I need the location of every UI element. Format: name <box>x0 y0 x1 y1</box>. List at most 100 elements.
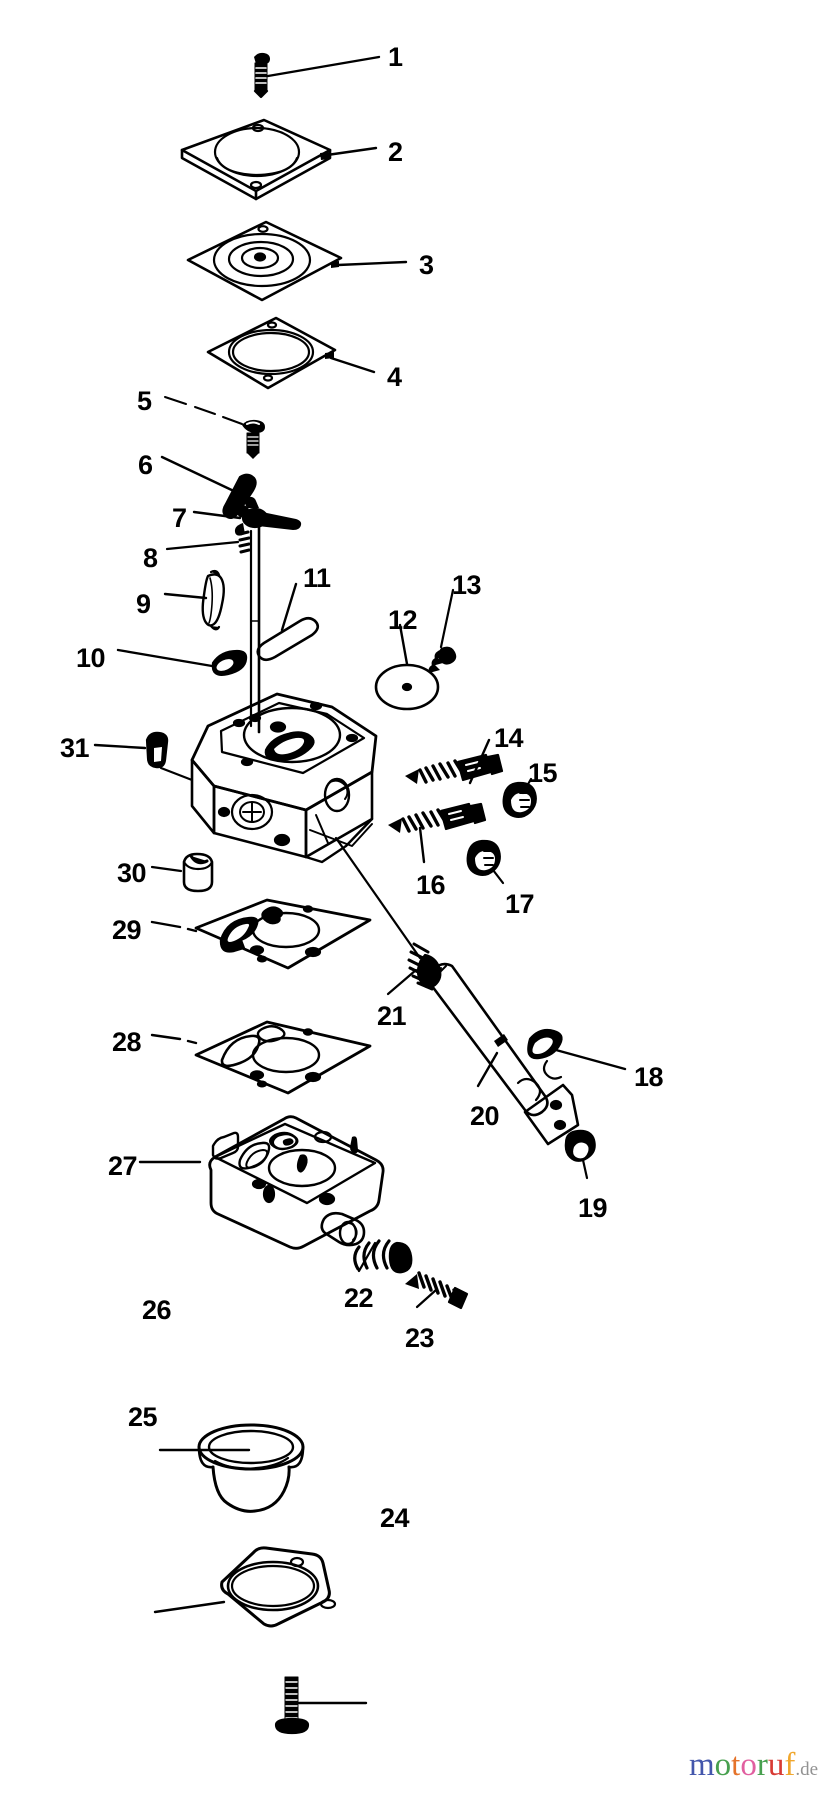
leader-17 <box>491 868 505 885</box>
leader-12 <box>398 623 409 666</box>
leader-21 <box>386 968 418 996</box>
leader-19 <box>581 1158 589 1180</box>
part-needle-cap-15 <box>502 781 537 819</box>
leader-5 <box>164 396 243 425</box>
part-needle-cap-17 <box>466 839 501 877</box>
part-clip-18 <box>527 1028 563 1080</box>
callout-label-31: 31 <box>60 733 90 763</box>
watermark-letter-6: f <box>784 1747 796 1783</box>
callout-label-12: 12 <box>388 605 418 635</box>
callout-label-8: 8 <box>143 543 158 573</box>
leader-31 <box>93 743 147 750</box>
callout-label-15: 15 <box>528 758 558 788</box>
callout-label-26: 26 <box>142 1295 172 1325</box>
watermark-letter-0: m <box>688 1747 715 1783</box>
part-pump-diaphragm-29 <box>194 898 372 970</box>
part-retainer-19 <box>564 1129 596 1162</box>
callout-label-3: 3 <box>419 250 434 280</box>
callout-label-16: 16 <box>416 870 446 900</box>
watermark-letter-3: o <box>740 1747 757 1783</box>
part-throttle-plate-11 <box>256 616 320 662</box>
callout-label-4: 4 <box>387 362 402 392</box>
part-metering-diaphragm-3 <box>186 220 343 302</box>
part-primer-bulb-26 <box>197 1423 305 1513</box>
watermark-letter-2: t <box>731 1747 741 1783</box>
callout-label-2: 2 <box>388 137 403 167</box>
part-idle-adjust-screw-23 <box>405 1271 469 1310</box>
leader-10 <box>116 648 214 668</box>
part-cover-plate-2 <box>180 118 332 201</box>
part-screw-5 <box>242 419 265 459</box>
part-throttle-shaft <box>248 523 262 734</box>
leader-28 <box>150 1033 198 1045</box>
leader-29 <box>150 920 198 933</box>
part-carburetor-body <box>190 692 378 864</box>
part-throttle-link-rod-20 <box>428 962 580 1146</box>
leader-16 <box>418 826 426 864</box>
leader-14 <box>468 738 491 785</box>
callout-label-29: 29 <box>112 915 142 945</box>
leader-15 <box>521 777 533 795</box>
part-washer-10 <box>211 649 248 676</box>
part-idle-speed-needle-16 <box>388 802 487 833</box>
callout-label-1: 1 <box>388 42 403 72</box>
part-choke-lever-7 <box>234 496 302 536</box>
watermark-motoruf: motoruf.de <box>689 1749 818 1782</box>
watermark-letter-5: u <box>767 1747 785 1783</box>
part-spring-22 <box>353 1239 413 1274</box>
part-screw-1 <box>253 52 270 99</box>
leader-30 <box>150 865 183 873</box>
part-detent-spring-9 <box>201 569 225 631</box>
callout-label-27: 27 <box>108 1151 138 1181</box>
part-spring-8 <box>238 530 251 554</box>
callout-label-23: 23 <box>405 1323 435 1353</box>
leader-13 <box>439 588 455 649</box>
part-pump-body-27 <box>208 1115 385 1250</box>
leader-9 <box>163 592 208 600</box>
callout-label-10: 10 <box>76 643 106 673</box>
callout-label-24: 24 <box>380 1503 410 1533</box>
callout-label-13: 13 <box>452 570 482 600</box>
leader-11 <box>280 582 298 632</box>
callout-label-11: 11 <box>303 563 331 593</box>
callout-label-20: 20 <box>470 1101 500 1131</box>
callout-label-9: 9 <box>136 589 151 619</box>
leader-22 <box>357 1241 377 1273</box>
leader-6 <box>160 455 240 495</box>
watermark-suffix: .de <box>795 1759 818 1780</box>
leader-21-to-body <box>334 836 422 960</box>
leader-2 <box>325 146 378 157</box>
callout-label-22: 22 <box>344 1283 374 1313</box>
part-pump-gasket-25 <box>220 1546 337 1628</box>
part-screw-24 <box>274 1676 310 1735</box>
watermark-letter-4: r <box>756 1747 768 1783</box>
part-inlet-screen-30 <box>182 852 214 893</box>
callout-label-14: 14 <box>494 723 524 753</box>
callout-label-28: 28 <box>112 1027 142 1057</box>
part-screw-13 <box>428 646 457 673</box>
leader-23 <box>415 1288 438 1309</box>
watermark-letter-1: o <box>714 1747 732 1783</box>
leader-8 <box>165 540 240 551</box>
leader-3 <box>336 260 408 267</box>
callout-label-5: 5 <box>137 386 152 416</box>
leader-1 <box>266 55 381 78</box>
callout-label-6: 6 <box>138 450 153 480</box>
callout-label-18: 18 <box>634 1062 664 1092</box>
part-high-speed-needle-14 <box>405 753 504 784</box>
callout-label-19: 19 <box>578 1193 608 1223</box>
leader-18 <box>554 1048 627 1071</box>
leader-7 <box>192 510 242 520</box>
part-gasket-4 <box>206 316 337 390</box>
leader-25 <box>153 1600 226 1614</box>
callout-label-7: 7 <box>172 503 187 533</box>
callout-label-30: 30 <box>117 858 147 888</box>
callout-label-21: 21 <box>377 1001 407 1031</box>
part-welch-plug-31 <box>145 731 194 782</box>
leader-4 <box>329 356 376 374</box>
callout-label-17: 17 <box>505 889 535 919</box>
part-pump-gasket-28 <box>194 1020 372 1095</box>
leader-20 <box>476 1051 499 1088</box>
